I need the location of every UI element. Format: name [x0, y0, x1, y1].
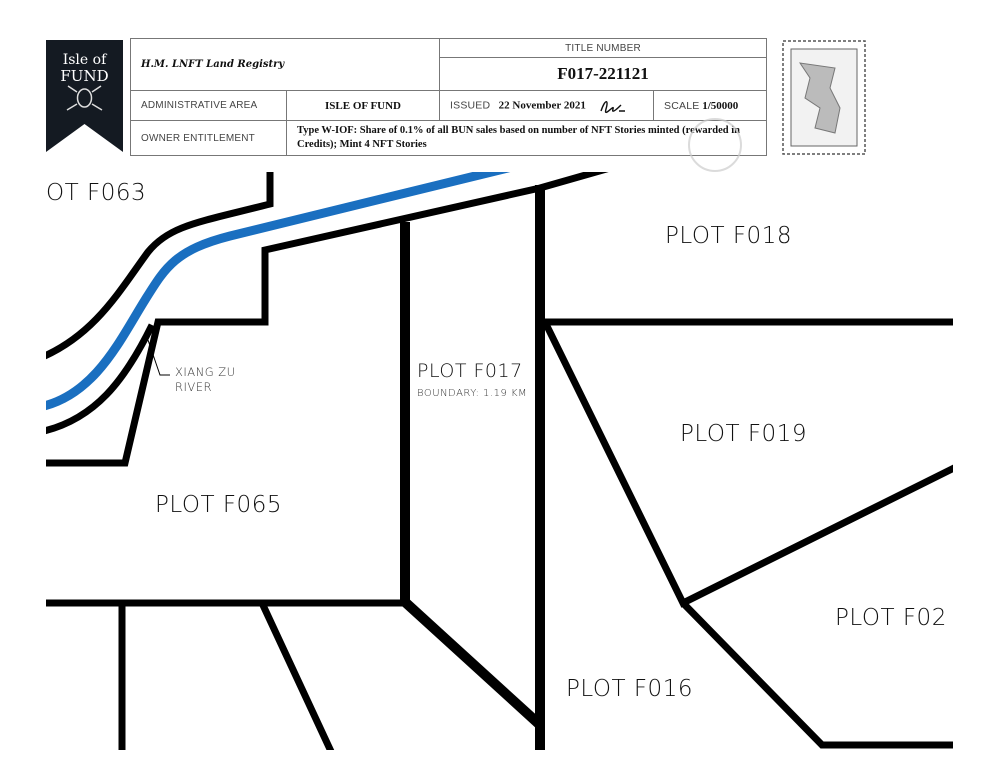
logo-line-2: FUND: [60, 67, 109, 85]
plot-label-f017: PLOT F017: [417, 360, 523, 382]
scale-label: SCALE: [664, 99, 700, 112]
isle-of-fund-logo: [46, 40, 123, 152]
owner-entitlement-value: Type W-IOF: Share of 0.1% of all BUN sal…: [286, 120, 767, 156]
plot-label-f018: PLOT F018: [665, 223, 792, 249]
issued-label: ISSUED: [450, 99, 491, 112]
logo-line-1: Isle of: [62, 52, 107, 68]
plot-f017-south-boundary: [401, 598, 544, 729]
plot-label-f063: OT F063: [46, 180, 147, 206]
xiang-zu-river: [46, 172, 511, 410]
postage-stamp: [782, 40, 866, 155]
admin-area-label: ADMINISTRATIVE AREA: [130, 90, 287, 121]
plot-f017-boundary-length: BOUNDARY: 1.19 KM: [417, 388, 528, 399]
frog-emblem-icon: [66, 85, 103, 111]
registry-title: H.M. LNFT Land Registry: [130, 38, 440, 91]
issued-date: 22 November 2021: [498, 99, 586, 112]
owner-entitlement-label: OWNER ENTITLEMENT: [130, 120, 287, 156]
river-bank-upper: [46, 172, 274, 360]
river-label-line-2: RIVER: [175, 380, 213, 394]
signature: [599, 100, 625, 113]
plot-label-f065: PLOT F065: [155, 492, 282, 518]
river-bank-lower: [46, 323, 156, 435]
scale-value: 1/50000: [702, 99, 739, 112]
title-header-table: H.M. LNFT Land Registry TITLE NUMBER F01…: [130, 38, 767, 156]
river-label-line-1: XIANG ZU: [175, 365, 236, 379]
plot-label-f02x: PLOT F02: [835, 605, 947, 631]
official-seal: [688, 118, 742, 172]
plot-label-f016: PLOT F016: [566, 676, 693, 702]
admin-area-value: ISLE OF FUND: [286, 90, 440, 121]
plot-label-f019: PLOT F019: [680, 421, 807, 447]
